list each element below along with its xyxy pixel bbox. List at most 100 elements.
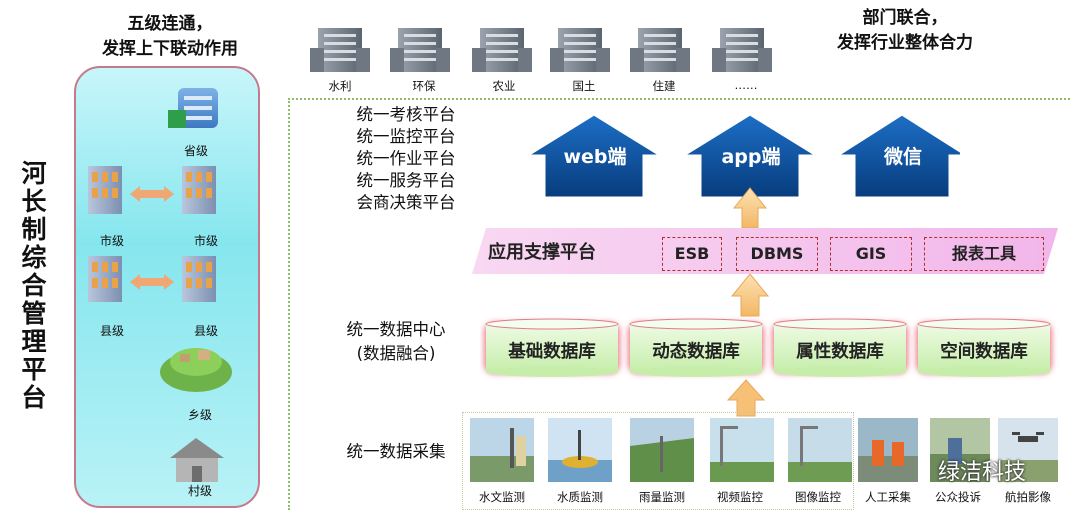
database-icon: [628, 318, 764, 377]
village-house-icon: [170, 438, 224, 482]
vt-char: 管: [21, 299, 47, 328]
video-photo-icon: [710, 418, 774, 482]
db-dynamic: 动态数据库: [652, 342, 740, 362]
tool-report: 报表工具: [924, 237, 1044, 271]
tool-dbms: DBMS: [736, 237, 818, 271]
web-house-icon: [520, 112, 668, 200]
database-icon: [916, 318, 1052, 377]
client-app-label: app端: [721, 146, 781, 168]
data-center-line1: 统一数据中心: [346, 320, 446, 339]
department-building-icon: [390, 28, 450, 72]
platform-list: 统一考核平台 统一监控平台 统一作业平台 统一服务平台 会商决策平台: [326, 104, 486, 214]
vt-char: 平: [21, 355, 47, 384]
platform-item: 统一监控平台: [356, 127, 456, 146]
source-image: 图像监控: [795, 490, 841, 504]
database-icon: [772, 318, 908, 377]
watermark: 绿洁科技: [938, 460, 1027, 485]
platform-item: 统一考核平台: [356, 105, 456, 124]
department-label: ……: [734, 78, 758, 92]
county-building-icon: [88, 256, 122, 302]
department-label: 住建: [652, 79, 676, 93]
source-complaint: 公众投诉: [935, 490, 981, 504]
vt-char: 理: [21, 327, 47, 356]
data-center-line2: (数据融合): [356, 344, 436, 363]
left-heading-line1: 五级连通，: [127, 14, 213, 34]
level-township: 乡级: [187, 408, 212, 422]
levels-graphics: [88, 88, 232, 482]
db-attribute: 属性数据库: [796, 342, 884, 362]
vt-char: 长: [21, 187, 47, 216]
client-wechat-label: 微信: [883, 146, 922, 168]
database-cylinders: [484, 318, 1052, 377]
right-heading-line2: 发挥行业整体合力: [837, 33, 973, 53]
up-arrow-icon: [730, 273, 770, 317]
collection-frame: [462, 412, 854, 510]
right-heading: 部门联合， 发挥行业整体合力: [790, 6, 1020, 56]
image-photo-icon: [788, 418, 852, 482]
level-county: 县级: [193, 324, 218, 338]
collection-photos: [470, 418, 1058, 482]
right-heading-line1: 部门联合，: [862, 8, 948, 28]
vt-char: 河: [21, 159, 47, 188]
frame-left-border: [288, 98, 290, 510]
department-label: 水利: [328, 79, 352, 93]
level-village: 村级: [187, 484, 212, 498]
level-province: 省级: [183, 144, 208, 158]
platform-item: 统一服务平台: [356, 171, 456, 190]
level-city: 市级: [99, 234, 124, 248]
source-rainfall: 雨量监测: [639, 490, 685, 504]
platform-item: 会商决策平台: [356, 193, 456, 212]
source-water-quality: 水质监测: [557, 490, 603, 504]
vt-char: 制: [21, 215, 47, 244]
township-icon: [160, 348, 232, 392]
source-video: 视频监控: [717, 490, 763, 504]
vertical-title: 河 长 制 综 合 管 理 平 台: [14, 160, 54, 412]
client-web-label: web端: [563, 146, 627, 168]
complaint-photo-icon: [930, 418, 990, 482]
manual-photo-icon: [858, 418, 918, 482]
hydrology-photo-icon: [470, 418, 534, 482]
department-building-icon: [712, 28, 772, 72]
department-building-icon: [550, 28, 610, 72]
vt-char: 综: [21, 243, 47, 272]
tool-gis: GIS: [830, 237, 912, 271]
level-city: 市级: [193, 234, 218, 248]
rainfall-photo-icon: [630, 418, 694, 482]
department-label: 农业: [492, 79, 516, 93]
department-label: 国土: [572, 79, 596, 93]
app-house-icon: [676, 112, 824, 200]
double-arrow-icon: [130, 186, 174, 202]
frame-top-border: [288, 98, 1070, 100]
city-building-icon: [88, 166, 122, 214]
aerial-photo-icon: [998, 418, 1058, 482]
data-center-label: 统一数据中心 (数据融合): [326, 318, 466, 366]
platform-item: 统一作业平台: [356, 149, 456, 168]
department-building-icon: [310, 28, 370, 72]
province-building-icon: [168, 88, 218, 128]
department-buildings: [310, 28, 772, 72]
source-aerial: 航拍影像: [1005, 490, 1051, 504]
water-quality-photo-icon: [548, 418, 612, 482]
support-title: 应用支撑平台: [488, 242, 596, 263]
up-arrow-icon: [726, 379, 766, 417]
db-spatial: 空间数据库: [940, 342, 1028, 362]
vt-char: 台: [21, 383, 47, 412]
department-label: 环保: [412, 79, 436, 93]
county-building-icon: [182, 256, 216, 302]
client-graphics: [520, 112, 960, 317]
department-building-icon: [472, 28, 532, 72]
left-heading: 五级连通， 发挥上下联动作用: [60, 12, 280, 62]
left-heading-line2: 发挥上下联动作用: [102, 39, 238, 59]
department-building-icon: [630, 28, 690, 72]
tool-esb: ESB: [662, 237, 722, 271]
source-hydrology: 水文监测: [479, 490, 525, 504]
database-icon: [484, 318, 620, 377]
collection-label: 统一数据采集: [346, 442, 446, 461]
level-county: 县级: [99, 324, 124, 338]
double-arrow-icon: [130, 274, 174, 290]
source-manual: 人工采集: [865, 490, 911, 504]
db-basic: 基础数据库: [508, 342, 596, 362]
city-building-icon: [182, 166, 216, 214]
vt-char: 合: [21, 271, 47, 300]
wechat-house-icon: [830, 112, 960, 200]
